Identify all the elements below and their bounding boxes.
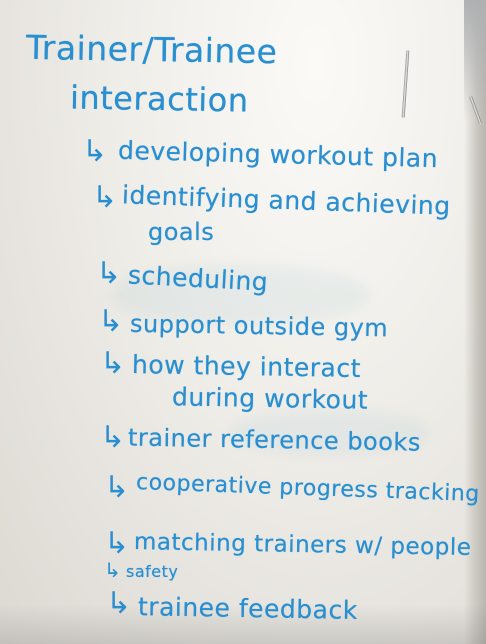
board-edge: [464, 0, 486, 120]
eraser-smudge: [110, 265, 370, 325]
arrow-icon: ↳: [98, 304, 124, 339]
list-item: matching trainers w/ people: [133, 529, 472, 561]
pin-icon: [401, 49, 410, 119]
arrow-icon: ↳: [104, 470, 130, 505]
list-item-continued: during workout: [171, 382, 369, 415]
arrow-icon: ↳: [96, 256, 122, 291]
arrow-icon: ↳: [100, 346, 126, 381]
shadow: [0, 604, 486, 644]
eraser-smudge: [230, 410, 430, 455]
list-item: how they interact: [131, 350, 362, 383]
list-item-continued: goals: [148, 218, 215, 246]
arrow-icon: ↳: [106, 586, 132, 621]
title-line-2: interaction: [69, 78, 249, 120]
list-item: trainee feedback: [137, 592, 358, 625]
list-item: identifying and achieving: [121, 180, 452, 221]
list-item: trainer reference books: [127, 423, 422, 457]
arrow-icon: ↳: [104, 558, 121, 582]
list-item: cooperative progress tracking: [135, 470, 481, 507]
arrow-icon: ↳: [82, 134, 108, 169]
list-item: safety: [126, 562, 179, 581]
title-line-1: Trainer/Trainee: [25, 27, 278, 72]
arrow-icon: ↳: [104, 526, 130, 561]
arrow-icon: ↳: [92, 180, 118, 215]
list-item: developing workout plan: [117, 135, 439, 174]
board-edge: [464, 0, 486, 644]
arrow-icon: ↳: [100, 420, 126, 455]
list-item: support outside gym: [129, 309, 389, 343]
